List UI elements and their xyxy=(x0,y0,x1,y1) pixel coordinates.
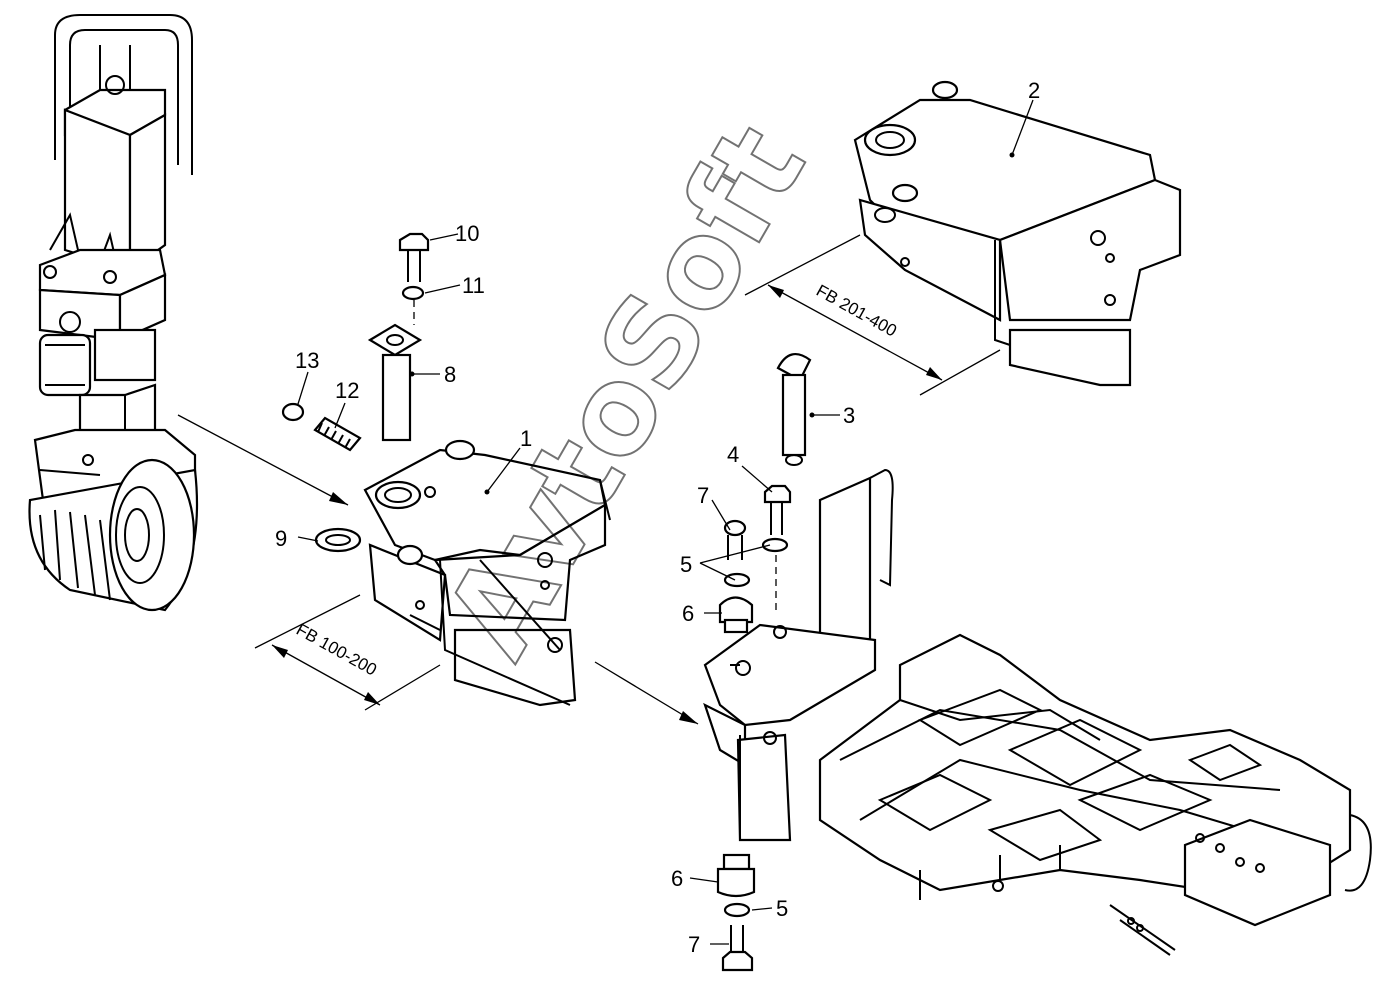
callout-4: 4 xyxy=(727,442,739,467)
callout-10: 10 xyxy=(455,221,479,246)
assembly-arrows xyxy=(177,414,699,725)
dimension-label-lower: FB 100-200 xyxy=(293,620,380,680)
callout-1: 1 xyxy=(520,426,532,451)
callout-11: 11 xyxy=(462,273,485,298)
callout-5a: 5 xyxy=(680,552,692,577)
leader-lines xyxy=(297,99,1034,945)
callout-6b: 6 xyxy=(671,866,683,891)
callout-12: 12 xyxy=(335,378,359,403)
callout-7a: 7 xyxy=(697,483,709,508)
callout-7b: 7 xyxy=(688,932,700,957)
callout-3: 3 xyxy=(843,403,855,428)
callout-6a: 6 xyxy=(682,601,694,626)
callout-8: 8 xyxy=(444,362,456,387)
callout-labels: 1 2 3 4 5 5 6 6 7 7 8 9 10 11 12 13 xyxy=(275,78,1040,957)
caster-wheel-assembly xyxy=(28,14,199,612)
callout-13: 13 xyxy=(295,348,319,373)
dimension-label-upper: FB 201-400 xyxy=(813,281,900,341)
callout-5b: 5 xyxy=(776,896,788,921)
main-frame xyxy=(703,468,1372,956)
callout-2: 2 xyxy=(1028,78,1040,103)
mount-bracket-upper xyxy=(853,80,1182,387)
watermark: AvtoSoft xyxy=(420,103,833,679)
fasteners xyxy=(281,232,812,972)
mount-bracket-lower xyxy=(363,439,611,707)
callout-9: 9 xyxy=(275,526,287,551)
